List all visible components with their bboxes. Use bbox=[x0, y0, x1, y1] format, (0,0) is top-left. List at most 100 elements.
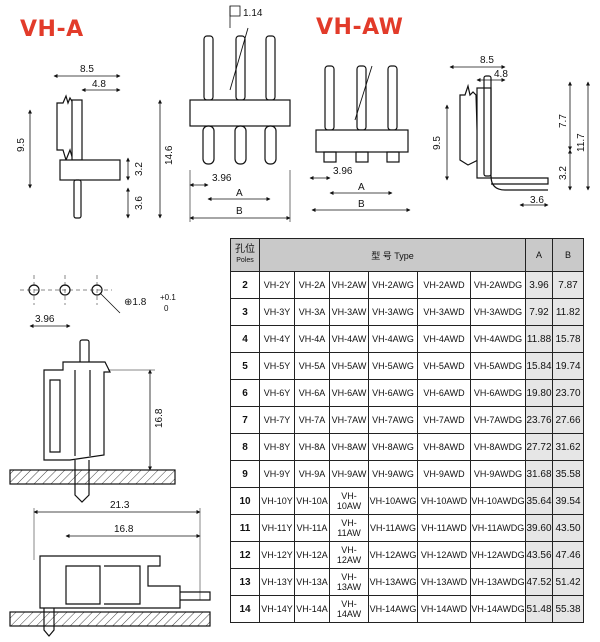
model-cell: VH-6Y bbox=[259, 379, 295, 407]
model-cell: VH-5AWDG bbox=[470, 352, 526, 380]
model-cell: VH-12AWDG bbox=[470, 541, 526, 569]
dimension-cell: 19.80 bbox=[525, 379, 553, 407]
poles-cell: 3 bbox=[230, 298, 260, 326]
dimension-cell: 11.82 bbox=[552, 298, 584, 326]
model-cell: VH-8AWDG bbox=[470, 433, 526, 461]
model-cell: VH-9Y bbox=[259, 460, 295, 488]
poles-cell: 8 bbox=[230, 433, 260, 461]
model-cell: VH-2Y bbox=[259, 271, 295, 299]
model-cell: VH-10Y bbox=[259, 487, 295, 515]
model-cell: VH-13Y bbox=[259, 568, 295, 596]
model-cell: VH-11AWDG bbox=[470, 514, 526, 542]
model-cell: VH-8AW bbox=[329, 433, 369, 461]
model-cell: VH-5AWG bbox=[368, 352, 418, 380]
dimension-cell: 15.78 bbox=[552, 325, 584, 353]
dimension-cell: 31.68 bbox=[525, 460, 553, 488]
model-cell: VH-14AW bbox=[329, 595, 369, 623]
dimension-cell: 7.92 bbox=[525, 298, 553, 326]
model-cell: VH-3A bbox=[294, 298, 330, 326]
dimension-cell: 27.66 bbox=[552, 406, 584, 434]
poles-cell: 7 bbox=[230, 406, 260, 434]
poles-cell: 4 bbox=[230, 325, 260, 353]
dimension-cell: 27.72 bbox=[525, 433, 553, 461]
dimension-cell: 35.64 bbox=[525, 487, 553, 515]
model-cell: VH-2AW bbox=[329, 271, 369, 299]
dim-pitch: 3.96 bbox=[212, 173, 232, 184]
poles-cell: 9 bbox=[230, 460, 260, 488]
poles-cell: 14 bbox=[230, 595, 260, 623]
model-cell: VH-14Y bbox=[259, 595, 295, 623]
model-cell: VH-2AWDG bbox=[470, 271, 526, 299]
poles-cell: 12 bbox=[230, 541, 260, 569]
dimension-cell: 19.74 bbox=[552, 352, 584, 380]
model-cell: VH-4AWG bbox=[368, 325, 418, 353]
model-cell: VH-13AWD bbox=[417, 568, 471, 596]
dimension-cell: 47.52 bbox=[525, 568, 553, 596]
dim-front-height: 14.6 bbox=[164, 145, 175, 165]
dim-hole-dia: ⊕1.8 bbox=[124, 297, 147, 308]
dim-aw-b: B bbox=[358, 199, 365, 210]
model-cell: VH-13AW bbox=[329, 568, 369, 596]
model-cell: VH-12A bbox=[294, 541, 330, 569]
dim-side-h: 16.8 bbox=[154, 408, 165, 428]
dim-pitch-box: 1.14 bbox=[243, 8, 263, 19]
poles-cell: 2 bbox=[230, 271, 260, 299]
dim-vha-h1: 3.2 bbox=[134, 162, 145, 176]
model-cell: VH-2A bbox=[294, 271, 330, 299]
dim-vhaw-7-7: 7.7 bbox=[558, 114, 569, 128]
model-cell: VH-4A bbox=[294, 325, 330, 353]
model-cell: VH-11AWD bbox=[417, 514, 471, 542]
dim-a: A bbox=[236, 188, 243, 199]
dimension-cell: 35.58 bbox=[552, 460, 584, 488]
dimension-cell: 39.60 bbox=[525, 514, 553, 542]
model-cell: VH-9AWDG bbox=[470, 460, 526, 488]
dimension-cell: 43.56 bbox=[525, 541, 553, 569]
dim-aw-pitch: 3.96 bbox=[333, 166, 353, 177]
model-cell: VH-7AWD bbox=[417, 406, 471, 434]
dim-vha-inner: 4.8 bbox=[92, 79, 106, 90]
dim-hole-tol-plus: +0.1 bbox=[160, 293, 176, 302]
model-cell: VH-5AW bbox=[329, 352, 369, 380]
vha-mounted-view bbox=[9, 339, 176, 503]
model-cell: VH-13AWG bbox=[368, 568, 418, 596]
dimension-cell: 51.42 bbox=[552, 568, 584, 596]
model-cell: VH-3Y bbox=[259, 298, 295, 326]
model-cell: VH-4Y bbox=[259, 325, 295, 353]
model-cell: VH-5A bbox=[294, 352, 330, 380]
dim-aw-a: A bbox=[358, 182, 365, 193]
model-cell: VH-12AWG bbox=[368, 541, 418, 569]
vha-side-view bbox=[28, 74, 162, 219]
vha-front-view bbox=[189, 5, 291, 222]
dim-hole-tol-zero: 0 bbox=[164, 304, 169, 313]
dim-vhaw-inner: 4.8 bbox=[494, 69, 508, 80]
dimension-cell: 39.54 bbox=[552, 487, 584, 515]
dim-vhaw-top: 8.5 bbox=[480, 55, 494, 66]
model-cell: VH-11Y bbox=[259, 514, 295, 542]
dim-vhaw-3-2: 3.2 bbox=[558, 166, 569, 180]
model-cell: VH-11AWG bbox=[368, 514, 418, 542]
header-type: 型 号 Type bbox=[259, 238, 526, 272]
vhaw-front-view bbox=[309, 65, 411, 212]
model-cell: VH-12AW bbox=[329, 541, 369, 569]
model-cell: VH-3AWG bbox=[368, 298, 418, 326]
model-cell: VH-14A bbox=[294, 595, 330, 623]
dim-hole-pitch: 3.96 bbox=[35, 314, 55, 325]
dimension-cell: 15.84 bbox=[525, 352, 553, 380]
model-cell: VH-13AWDG bbox=[470, 568, 526, 596]
poles-cell: 6 bbox=[230, 379, 260, 407]
model-cell: VH-7AW bbox=[329, 406, 369, 434]
model-cell: VH-9AWD bbox=[417, 460, 471, 488]
header-a: A bbox=[525, 238, 553, 272]
dim-b: B bbox=[236, 206, 243, 217]
poles-cell: 13 bbox=[230, 568, 260, 596]
